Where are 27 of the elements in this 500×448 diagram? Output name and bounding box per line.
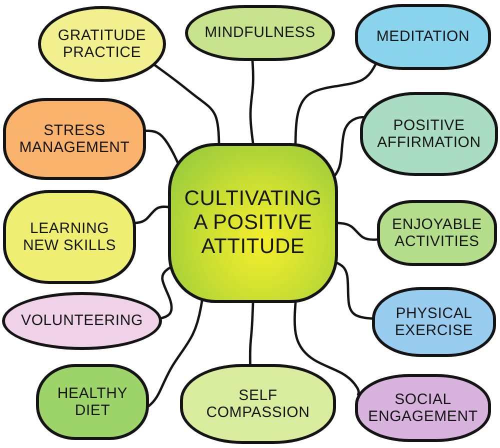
central-topic-bubble <box>168 143 338 303</box>
connector-line <box>248 302 254 366</box>
connector-line <box>336 262 374 320</box>
topic-label: VOLUNTEERING <box>21 312 143 330</box>
topic-label: GRATITUDE PRACTICE <box>56 26 148 62</box>
topic-label: MEDITATION <box>376 28 470 46</box>
topic-label: HEALTHY DIET <box>56 384 129 420</box>
topic-label: ENJOYABLE ACTIVITIES <box>391 216 483 250</box>
topic-bubble <box>355 374 491 442</box>
topic-label: POSITIVE AFFIRMATION <box>376 116 482 152</box>
connector-line <box>154 64 220 144</box>
topic-bubble <box>3 190 136 284</box>
topic-label: PHYSICAL EXERCISE <box>394 304 474 340</box>
connector-line <box>148 300 204 407</box>
topic-label: STRESS MANAGEMENT <box>18 122 131 156</box>
connector-line <box>294 63 377 144</box>
connector-line <box>336 222 378 241</box>
topic-label: SELF COMPASSION <box>205 386 311 422</box>
topic-bubble <box>377 200 497 266</box>
topic-label: CULTIVATING A POSITIVE ATTITUDE <box>183 186 323 260</box>
topic-bubble <box>3 98 146 180</box>
topic-label: LEARNING NEW SKILLS <box>22 220 117 254</box>
connector-line <box>144 130 179 164</box>
connector-line <box>134 206 170 224</box>
topic-label: SOCIAL ENGAGEMENT <box>367 390 479 426</box>
topic-label: MINDFULNESS <box>204 24 316 42</box>
connector-line <box>249 60 254 144</box>
